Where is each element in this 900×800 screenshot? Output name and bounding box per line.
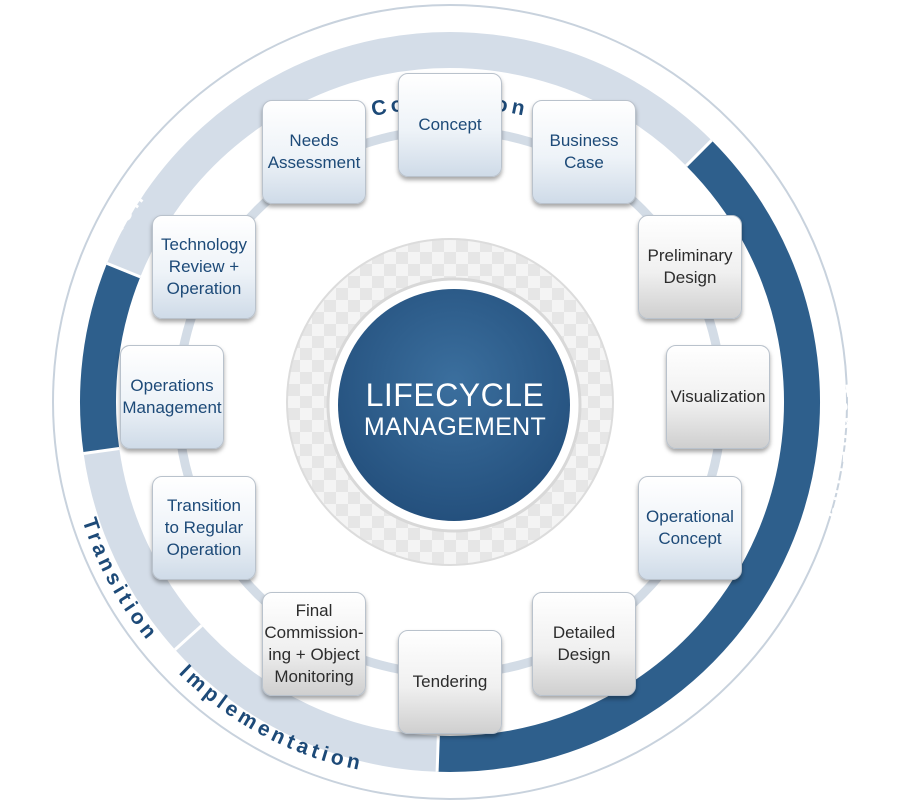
- ring-segment-tendering-planning: [437, 140, 820, 772]
- ring-separator: [83, 446, 120, 455]
- ring-separator: [174, 624, 203, 651]
- ring-separator: [685, 139, 713, 167]
- step-tendering[interactable]: Tendering: [398, 630, 502, 734]
- ring-separator: [435, 735, 440, 772]
- center-title-line2: MANAGEMENT: [363, 413, 547, 441]
- ring-segment-regular-operation: [80, 263, 141, 454]
- step-detailed-design[interactable]: Detailed Design: [532, 592, 636, 696]
- ring-segment-conception: [106, 32, 712, 277]
- ring-separator: [106, 262, 141, 279]
- step-operational-concept[interactable]: Operational Concept: [638, 476, 742, 580]
- step-preliminary-design[interactable]: Preliminary Design: [638, 215, 742, 319]
- step-visualization[interactable]: Visualization: [666, 345, 770, 449]
- step-business-case[interactable]: Business Case: [532, 100, 636, 204]
- center-title: LIFECYCLE MANAGEMENT: [335, 330, 575, 490]
- ring-segment-transition: [83, 448, 202, 650]
- step-transition-regular-operation[interactable]: Transition to Regular Operation: [152, 476, 256, 580]
- step-needs-assessment[interactable]: Needs Assessment: [262, 100, 366, 204]
- step-operations-management[interactable]: Operations Management: [120, 345, 224, 449]
- ring-segment-implementation: [175, 625, 439, 772]
- step-final-commissioning[interactable]: Final Commission- ing + Object Monitorin…: [262, 592, 366, 696]
- step-concept[interactable]: Concept: [398, 73, 502, 177]
- step-technology-review[interactable]: Technology Review + Operation: [152, 215, 256, 319]
- center-title-line1: LIFECYCLE: [365, 377, 545, 413]
